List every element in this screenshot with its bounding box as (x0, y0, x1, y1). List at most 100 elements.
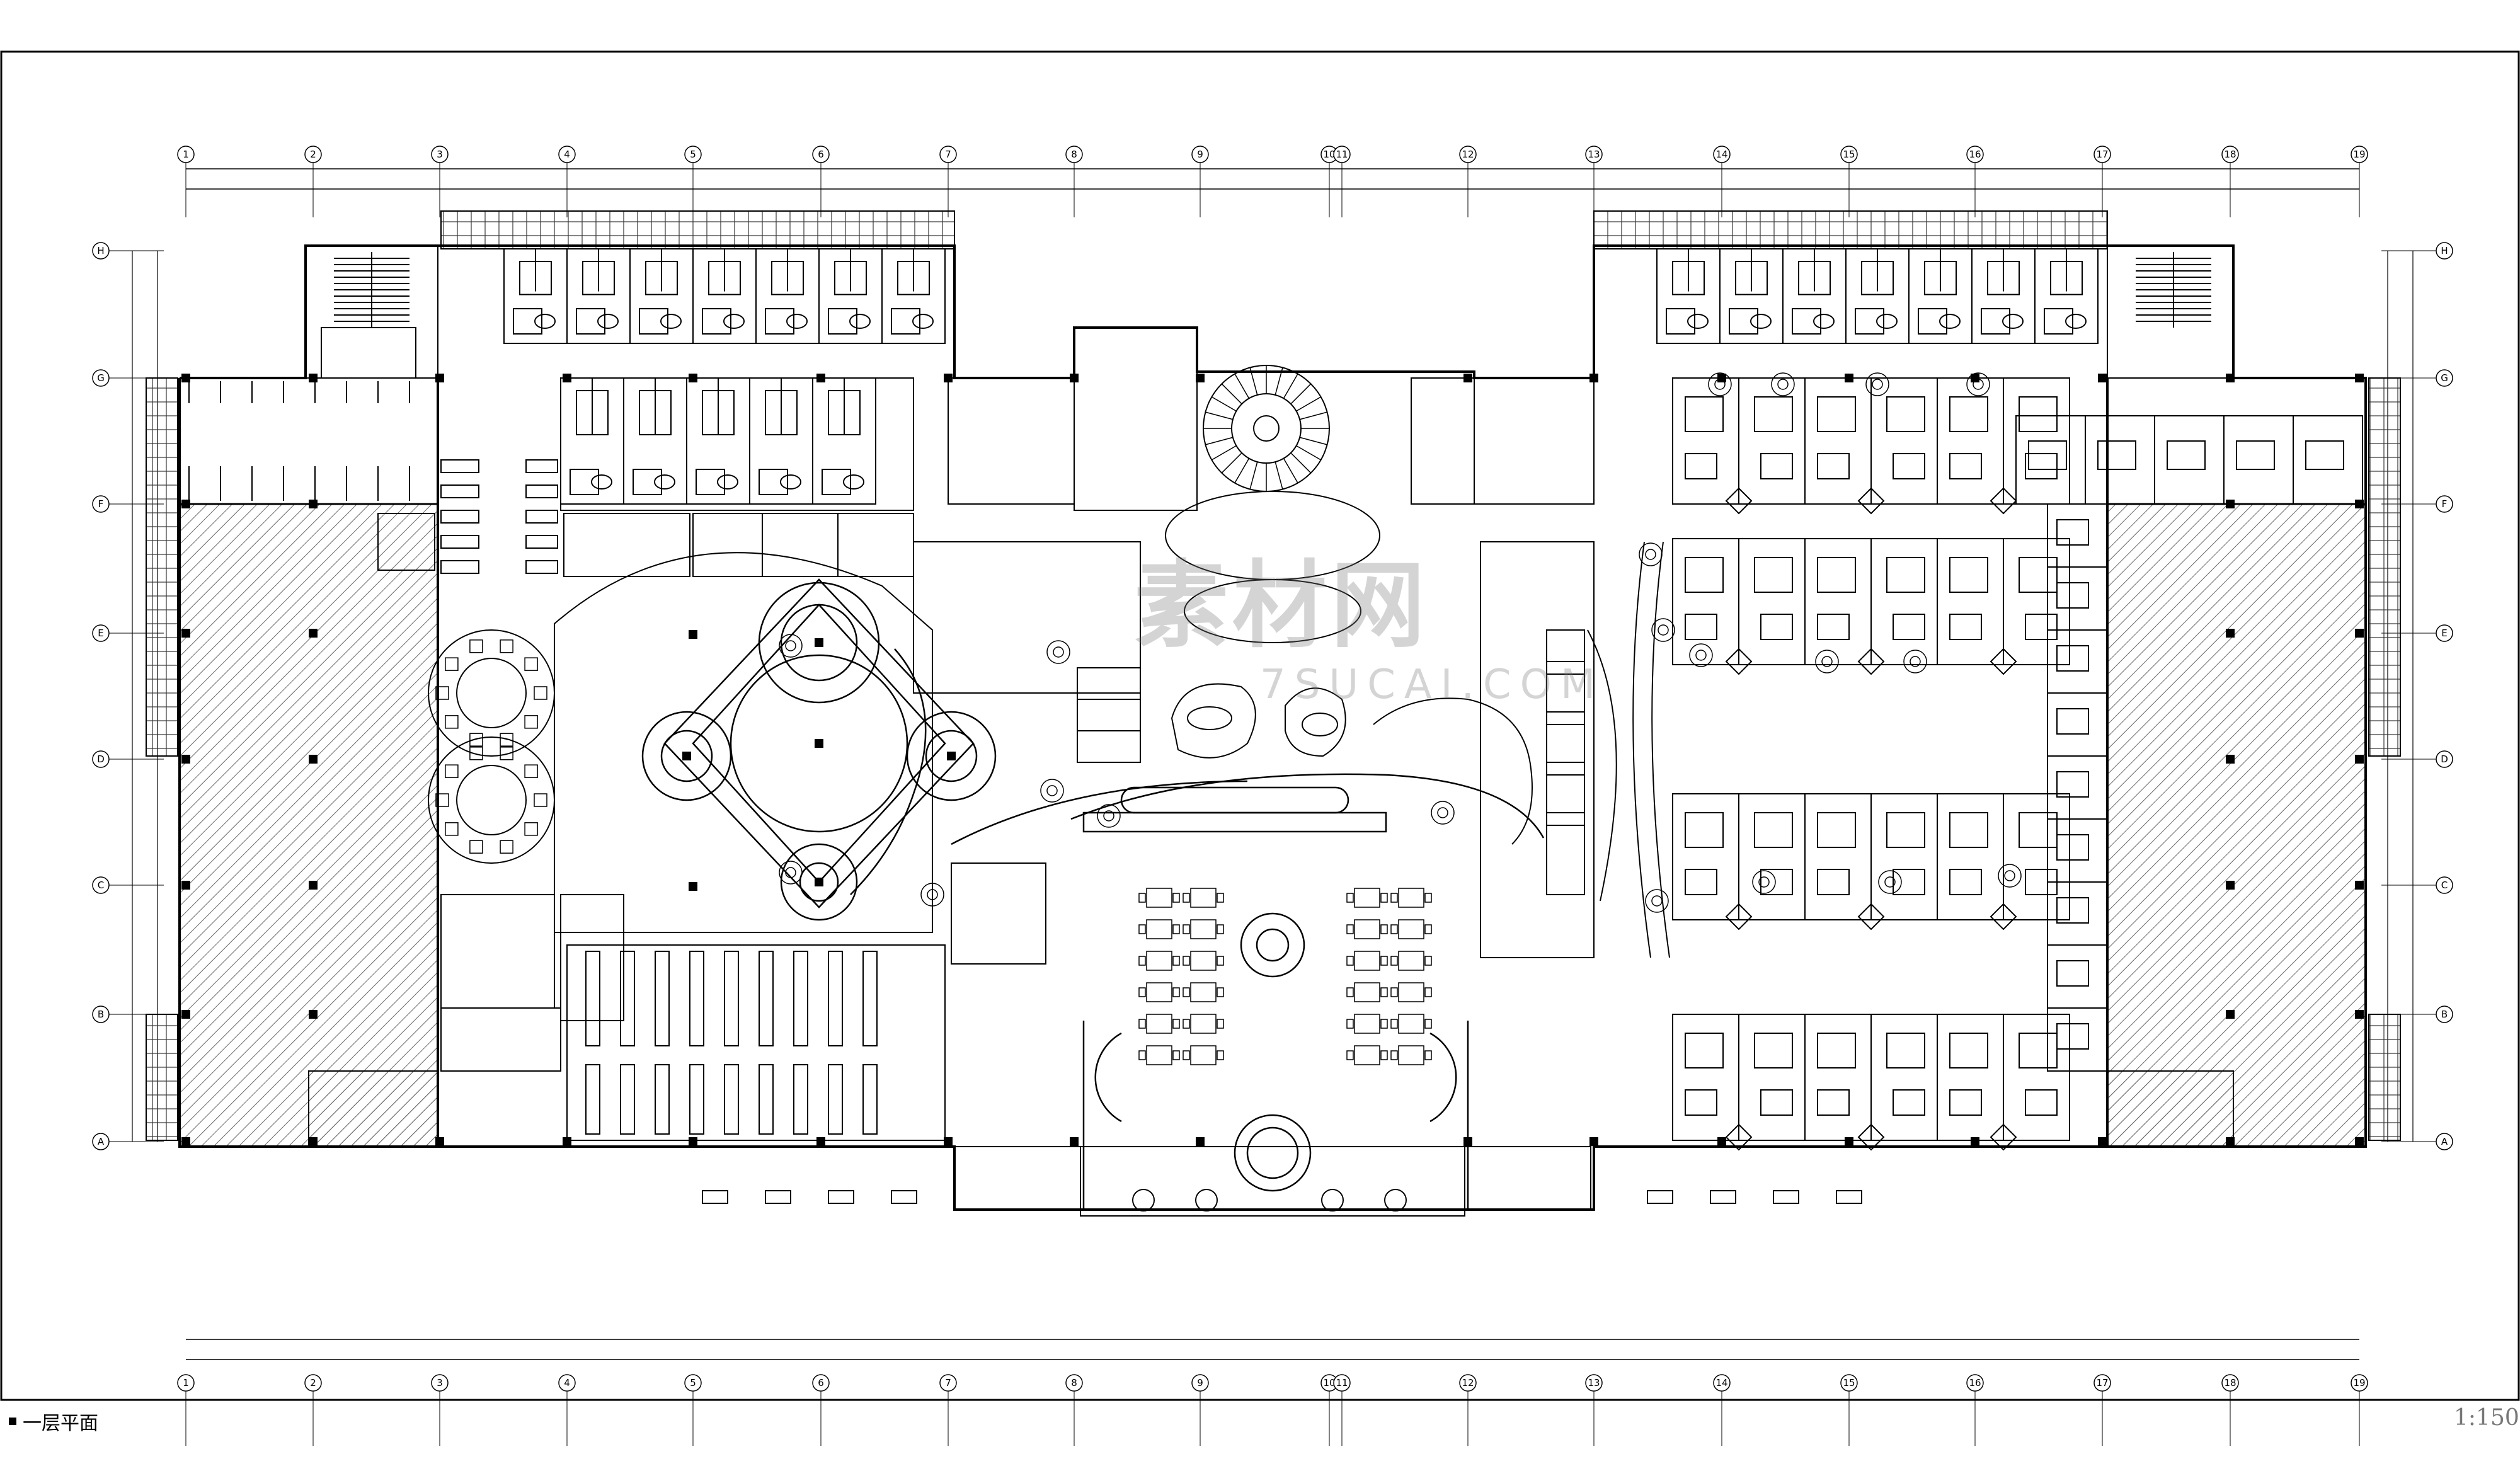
column-axis-label: 14 (1715, 149, 1727, 160)
column-axis-label: 12 (1462, 1377, 1474, 1389)
column-axis-label: 14 (1715, 1377, 1727, 1389)
column-axis-12-bottom: 12 (1459, 1374, 1477, 1446)
column-axis-10-bottom: 10 (1320, 1374, 1338, 1446)
row-axis-A-right: A (2381, 1133, 2453, 1150)
column-axis-19-top: 19 (2351, 146, 2368, 217)
row-axis-label: C (2441, 879, 2448, 891)
right-guest-wing (1672, 377, 2070, 1151)
right-hatched-area (2106, 503, 2367, 1148)
column-axis-label: 5 (690, 149, 696, 160)
left-lounge (428, 552, 933, 933)
right-tile-strip-lower (2368, 1014, 2401, 1141)
right-outer-rooms (2015, 415, 2363, 1072)
column-axis-19-bottom: 19 (2351, 1374, 2368, 1446)
column-axis-label: 5 (690, 1377, 696, 1389)
top-tile-strip-right (1593, 210, 2108, 249)
column-axis-label: 9 (1197, 1377, 1203, 1389)
service-zone (913, 541, 1595, 965)
left-tile-strip-upper (146, 377, 178, 757)
column-axis-label: 13 (1588, 149, 1600, 160)
left-stair (305, 245, 438, 379)
left-tile-strip-lower (146, 1014, 178, 1141)
column-axis-14-bottom: 14 (1713, 1374, 1731, 1446)
column-axis-15-bottom: 15 (1840, 1374, 1858, 1446)
row-axis-label: E (2441, 627, 2447, 639)
column-axis-label: 9 (1197, 149, 1203, 160)
column-axis-17-bottom: 17 (2093, 1374, 2111, 1446)
entrance-canopy (954, 1146, 1591, 1217)
column-axis-label: 8 (1071, 149, 1077, 160)
watermark-en: 7SUCAI.COM (1260, 662, 1605, 708)
column-axis-label: 2 (310, 1377, 316, 1389)
column-axis-label: 16 (1969, 1377, 1981, 1389)
column-axis-5-bottom: 5 (684, 1374, 702, 1446)
column-axis-7-bottom: 7 (939, 1374, 957, 1446)
top-left-guest-rooms (503, 248, 946, 505)
right-stair (2107, 245, 2234, 379)
column-axis-12-top: 12 (1459, 146, 1477, 217)
column-axis-label: 11 (1336, 149, 1348, 160)
entrance-hall (951, 773, 1545, 1210)
parking-stalls (188, 327, 558, 574)
column-axis-13-bottom: 13 (1585, 1374, 1603, 1446)
column-axis-13-top: 13 (1585, 146, 1603, 217)
column-axis-15-top: 15 (1840, 146, 1858, 217)
column-axis-1-top: 1 (177, 146, 195, 217)
top-right-guest-rooms (1656, 248, 2099, 344)
column-axis-label: 4 (564, 1377, 570, 1389)
row-axis-G-left: G (92, 369, 164, 387)
column-axis-label: 6 (818, 1377, 824, 1389)
row-axis-label: F (2442, 498, 2448, 510)
drawing-title-text: 一层平面 (23, 1412, 98, 1435)
row-axis-label: A (98, 1136, 105, 1147)
column-axis-label: 6 (818, 149, 824, 160)
column-axis-2-top: 2 (304, 146, 322, 217)
column-axis-16-bottom: 16 (1966, 1374, 1984, 1446)
column-axis-17-top: 17 (2093, 146, 2111, 217)
row-axis-H-left: H (92, 242, 164, 260)
column-axis-label: 13 (1588, 1377, 1600, 1389)
left-hatched-area (178, 503, 439, 1148)
column-axis-10-top: 10 (1320, 146, 1338, 217)
row-axis-label: F (98, 498, 104, 510)
column-axis-14-top: 14 (1713, 146, 1731, 217)
row-axis-C-left: C (92, 876, 164, 894)
column-axis-2-bottom: 2 (304, 1374, 322, 1446)
atrium-posts (682, 630, 956, 891)
column-axis-18-bottom: 18 (2221, 1374, 2239, 1446)
column-axis-label: 7 (945, 1377, 951, 1389)
watermark-cn: 素材网 (1134, 551, 1429, 661)
column-axis-label: 19 (2353, 149, 2365, 160)
row-axis-H-right: H (2381, 242, 2453, 260)
row-axis-label: D (2441, 753, 2448, 765)
column-axis-3-bottom: 3 (431, 1374, 449, 1446)
column-axis-6-top: 6 (812, 146, 830, 217)
row-axis-label: A (2441, 1136, 2448, 1147)
row-axis-D-left: D (92, 750, 164, 768)
column-axis-label: 1 (183, 149, 189, 160)
row-axis-label: G (2441, 372, 2448, 384)
building-outline (178, 244, 2367, 1211)
row-axis-label: B (2441, 1009, 2448, 1020)
column-axis-11-bottom: 11 (1333, 1374, 1351, 1446)
top-tile-strip-left (440, 210, 955, 249)
row-axis-C-right: C (2381, 876, 2453, 894)
right-wing-curves (1546, 541, 1670, 958)
row-axis-G-right: G (2381, 369, 2453, 387)
column-axis-label: 17 (2096, 149, 2108, 160)
row-axis-D-right: D (2381, 750, 2453, 768)
right-tile-strip-upper (2368, 377, 2401, 757)
left-lower-hatch (308, 1070, 438, 1147)
column-axis-label: 15 (1843, 149, 1855, 160)
column-axis-6-bottom: 6 (812, 1374, 830, 1446)
column-axis-label: 11 (1336, 1377, 1348, 1389)
column-axis-16-top: 16 (1966, 146, 1984, 217)
column-axis-1-bottom: 1 (177, 1374, 195, 1446)
column-axis-label: 15 (1843, 1377, 1855, 1389)
drawing-scale: 1:150 (2454, 1405, 2519, 1431)
column-axis-18-top: 18 (2221, 146, 2239, 217)
row-axis-label: E (98, 627, 103, 639)
column-axis-label: 18 (2224, 1377, 2236, 1389)
column-axis-label: 12 (1462, 149, 1474, 160)
